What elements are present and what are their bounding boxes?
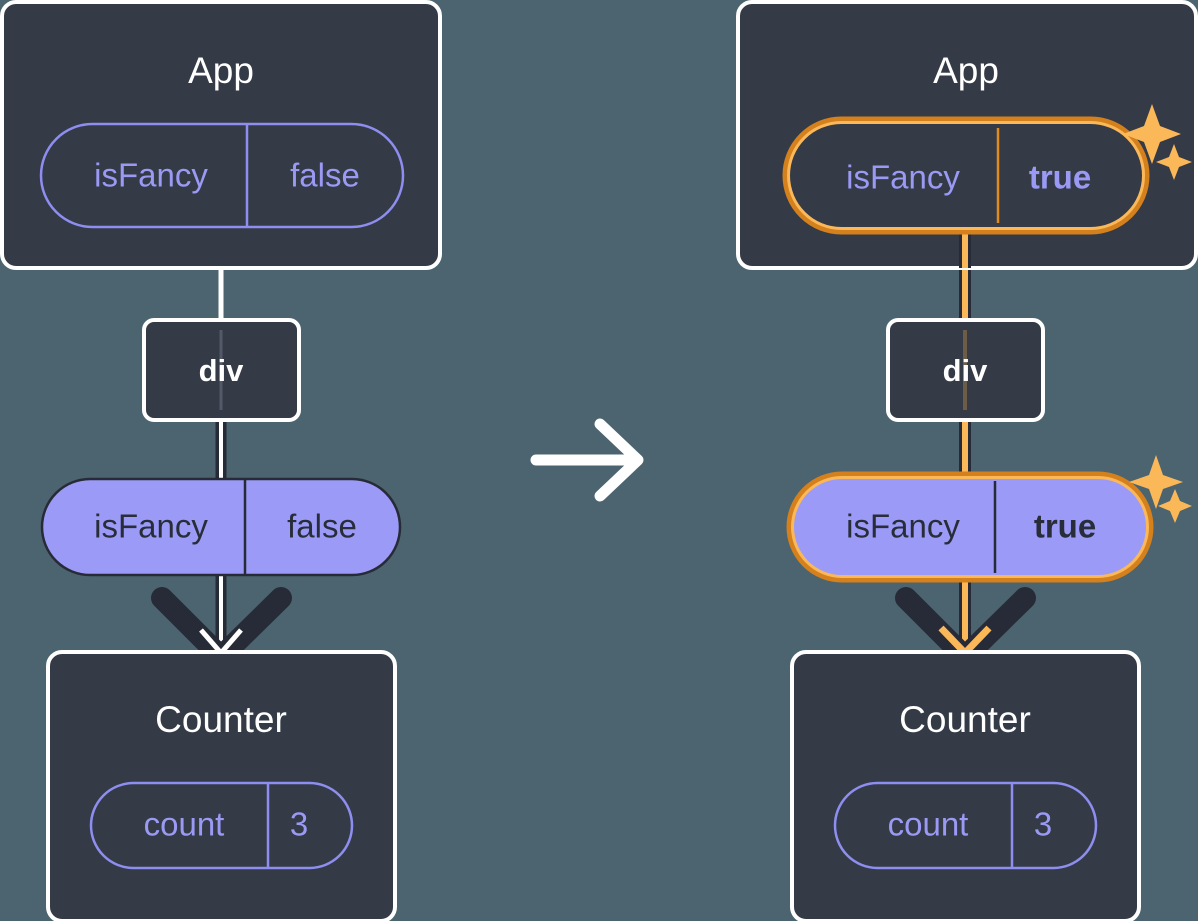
div-node-before: div	[142, 318, 301, 422]
div-box-outline-after	[886, 318, 1045, 422]
prop-pill-shape-before	[40, 477, 402, 577]
prop-pill-value-after: true	[1034, 508, 1096, 545]
app-node-after: App isFancy true	[736, 0, 1198, 270]
counter-state-pill-shape-before	[89, 781, 354, 870]
div-label-before: div	[199, 353, 245, 388]
app-prop-pill-after: isFancy true	[790, 124, 1142, 227]
panel-after: App isFancy true	[736, 0, 1198, 921]
app-prop-value-after: true	[1029, 159, 1091, 196]
counter-box-outline-before	[46, 650, 397, 921]
counter-box-fill-before	[48, 652, 395, 921]
sparkle-icon-app-after	[1123, 104, 1192, 180]
app-prop-pill-before: isFancy false	[39, 122, 405, 229]
app-title-after: App	[933, 50, 999, 91]
app-prop-name-after: isFancy	[846, 159, 960, 196]
counter-state-name-after: count	[888, 806, 969, 843]
app-prop-value-before: false	[290, 157, 360, 194]
app-title-before: App	[188, 50, 254, 91]
app-prop-pill-shape-after	[790, 124, 1142, 227]
prop-pill-value-before: false	[287, 508, 357, 545]
app-box-fill-before	[2, 2, 440, 268]
counter-state-pill-shape-after	[833, 781, 1098, 870]
counter-state-pill-after: count 3	[833, 781, 1098, 870]
div-box-outline-before	[142, 318, 301, 422]
sparkle-icon-prop-after	[1129, 455, 1192, 523]
app-node-before: App isFancy false	[0, 0, 442, 270]
prop-pill-before: isFancy false	[40, 477, 402, 577]
counter-state-value-before: 3	[290, 806, 308, 843]
app-prop-name-before: isFancy	[94, 157, 208, 194]
prop-pill-name-before: isFancy	[94, 508, 208, 545]
prop-pill-shape-after	[794, 479, 1146, 575]
counter-node-before: Counter count 3	[46, 650, 397, 921]
counter-title-before: Counter	[155, 699, 287, 740]
div-node-after: div	[886, 318, 1045, 422]
prop-pill-after: isFancy true	[794, 479, 1146, 575]
counter-state-pill-before: count 3	[89, 781, 354, 870]
app-box-outline-before	[0, 0, 442, 270]
div-label-after: div	[943, 353, 989, 388]
counter-node-after: Counter count 3	[790, 650, 1141, 921]
counter-box-outline-after	[790, 650, 1141, 921]
counter-state-name-before: count	[144, 806, 225, 843]
counter-state-value-after: 3	[1034, 806, 1052, 843]
right-arrow-icon	[530, 418, 644, 502]
panel-before: App isFancy false div	[0, 0, 442, 921]
prop-pill-name-after: isFancy	[846, 508, 960, 545]
counter-title-after: Counter	[899, 699, 1031, 740]
counter-box-fill-after	[792, 652, 1139, 921]
app-prop-pill-shape-before	[39, 122, 405, 229]
